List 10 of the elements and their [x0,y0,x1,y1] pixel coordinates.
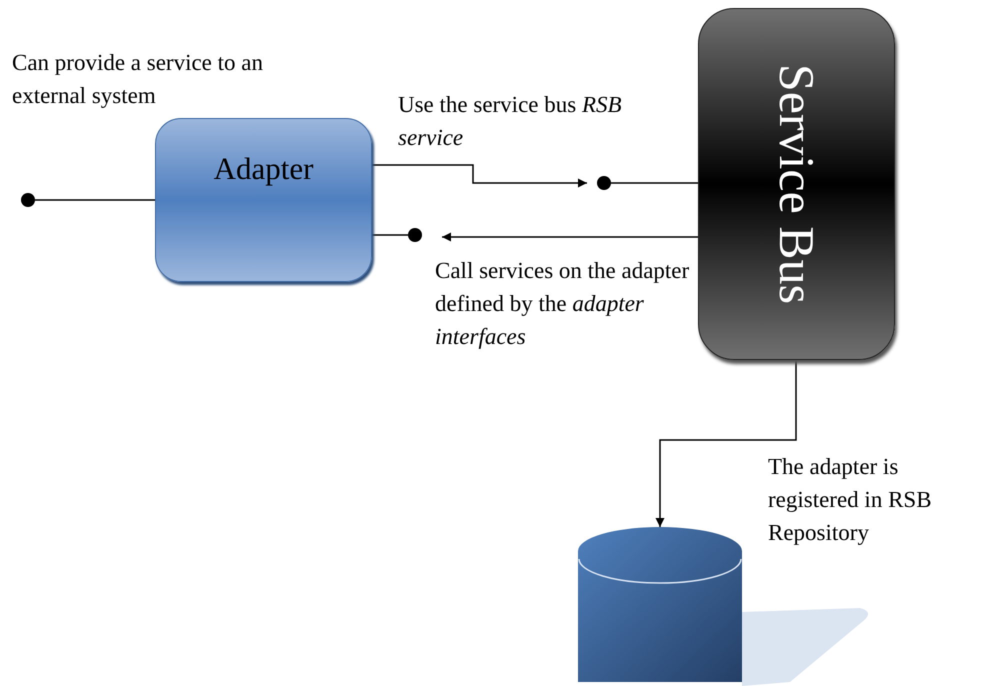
node-label: Service Bus [768,64,826,304]
node-label: Adapter [212,151,314,187]
connector-arrow [372,164,587,188]
connector-arrow [656,360,797,527]
service-bus-box [698,8,895,360]
connector-arrow [442,232,698,242]
endpoint-dot [408,228,422,242]
endpoint-dot [597,176,611,190]
endpoint-dot [21,193,35,207]
adapter-box [155,118,372,282]
